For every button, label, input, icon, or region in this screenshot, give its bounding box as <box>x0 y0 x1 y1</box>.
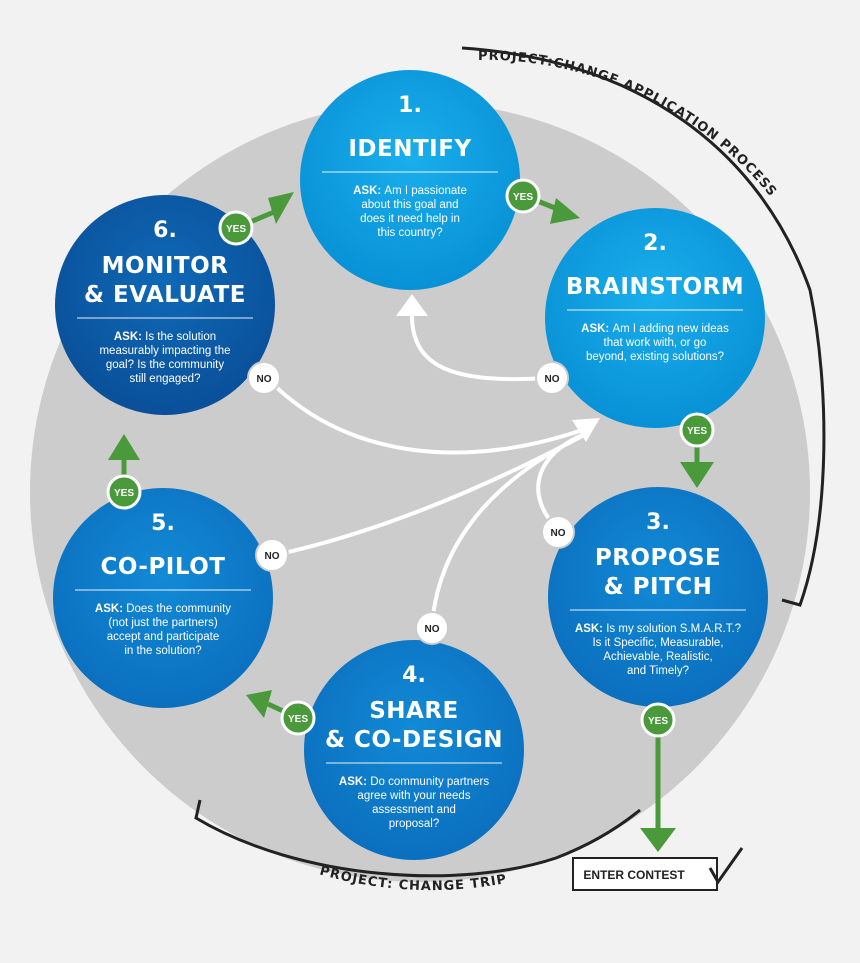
no-badge: NO <box>541 515 575 549</box>
step-identify: 1. IDENTIFY ASK: Am I passionate about this… <box>300 70 520 290</box>
svg-text:NO: NO <box>265 551 280 562</box>
step-title: PROPOSE <box>595 545 721 571</box>
no-badge: NO <box>535 361 569 395</box>
step-title: SHARE <box>369 698 459 724</box>
svg-text:YES: YES <box>226 224 246 235</box>
step-ask-line: ASK: Do community partners <box>339 776 489 788</box>
checkmark-icon <box>708 847 744 885</box>
step-co-pilot: 5. CO-PILOT ASK: Does the community (not ju… <box>53 488 273 708</box>
no-feedback-arrows <box>270 309 591 626</box>
step-ask-line: beyond, existing solutions? <box>586 351 724 363</box>
no-badge: NO <box>415 611 449 645</box>
step-ask-line: assessment and <box>372 804 456 816</box>
step-number: 4. <box>402 663 426 688</box>
step-ask-line: ASK: Is the solution <box>114 331 216 343</box>
step-title: MONITOR <box>102 253 229 279</box>
step-circle <box>304 640 524 860</box>
step-circle <box>548 487 768 707</box>
change-trip-bracket <box>194 799 641 878</box>
svg-text:YES: YES <box>687 426 707 437</box>
step-ask-line: ASK: Is my solution S.M.A.R.T.? <box>575 623 741 635</box>
step-circle <box>53 488 273 708</box>
step-circle <box>55 195 275 415</box>
enter-contest-box: ENTER CONTEST <box>572 847 744 891</box>
step-ask-line: measurably impacting the <box>99 345 230 357</box>
svg-text:NO: NO <box>545 374 560 385</box>
step-ask-line: in the solution? <box>124 645 201 657</box>
application-process-bracket <box>461 46 826 607</box>
step-ask-line: Achievable, Realistic, <box>603 651 712 663</box>
step-ask-line: ASK: Am I passionate <box>353 185 467 197</box>
step-propose-pitch: 3. PROPOSE & PITCH ASK: Is my solution S.M.… <box>548 487 768 707</box>
svg-text:YES: YES <box>114 488 134 499</box>
step-number: 2. <box>643 231 667 256</box>
step-ask-line: proposal? <box>389 818 440 830</box>
no-arrow-monitor-to-brainstorm <box>270 381 589 455</box>
svg-text:YES: YES <box>288 714 308 725</box>
yes-badge: YES <box>106 474 142 510</box>
step-ask-line: ASK: Am I adding new ideas <box>581 323 729 335</box>
step-title: CO-PILOT <box>101 554 226 580</box>
step-number: 6. <box>153 218 177 243</box>
enter-contest-label: ENTER CONTEST <box>583 868 685 882</box>
step-number: 3. <box>646 510 670 535</box>
no-arrowhead-identify <box>396 294 428 316</box>
yes-arrowheads <box>108 192 714 852</box>
step-number: 5. <box>151 511 175 536</box>
step-ask-line: still engaged? <box>130 373 201 385</box>
yes-badge: YES <box>640 702 676 738</box>
step-title: IDENTIFY <box>348 136 471 162</box>
step-title: & PITCH <box>604 574 713 600</box>
step-circle <box>300 70 520 290</box>
step-number: 1. <box>398 93 422 118</box>
no-badge: NO <box>255 538 289 572</box>
yes-badge: YES <box>679 412 715 448</box>
step-brainstorm: 2. BRAINSTORM ASK: Am I adding new ideas th… <box>545 208 765 428</box>
no-arrowhead-brainstorm <box>572 418 600 442</box>
step-ask-line: does it need help in <box>360 213 460 225</box>
no-arrow-propose-to-brainstorm <box>536 430 591 532</box>
step-title: BRAINSTORM <box>566 274 744 300</box>
step-ask-line: Is it Specific, Measurable, <box>592 637 723 649</box>
step-ask-line: (not just the partners) <box>108 617 217 629</box>
yes-badge: YES <box>280 700 316 736</box>
step-share-co-design: 4. SHARE & CO-DESIGN ASK: Do community part… <box>304 640 524 860</box>
svg-text:NO: NO <box>425 624 440 635</box>
step-ask-line: that work with, or go <box>604 337 707 349</box>
svg-text:NO: NO <box>551 528 566 539</box>
step-ask-line: ASK: Does the community <box>95 603 231 615</box>
step-title: & EVALUATE <box>84 282 246 308</box>
step-title: & CO-DESIGN <box>325 727 503 753</box>
step-ask-line: this country? <box>377 227 442 239</box>
yes-badge: YES <box>218 210 254 246</box>
step-ask-line: about this goal and <box>361 199 458 211</box>
no-badge: NO <box>247 361 281 395</box>
step-ask-line: goal? Is the community <box>106 359 225 371</box>
svg-text:YES: YES <box>513 192 533 203</box>
step-circle <box>545 208 765 428</box>
step-ask-line: agree with your needs <box>357 790 470 802</box>
step-ask-line: and Timely? <box>627 665 689 677</box>
step-monitor-evaluate: 6. MONITOR & EVALUATE ASK: Is the solution m… <box>55 195 275 415</box>
svg-text:YES: YES <box>648 716 668 727</box>
yes-badge: YES <box>505 178 541 214</box>
step-ask-line: accept and participate <box>107 631 220 643</box>
no-arrow-brainstorm-to-identify <box>409 309 546 382</box>
svg-text:NO: NO <box>257 374 272 385</box>
